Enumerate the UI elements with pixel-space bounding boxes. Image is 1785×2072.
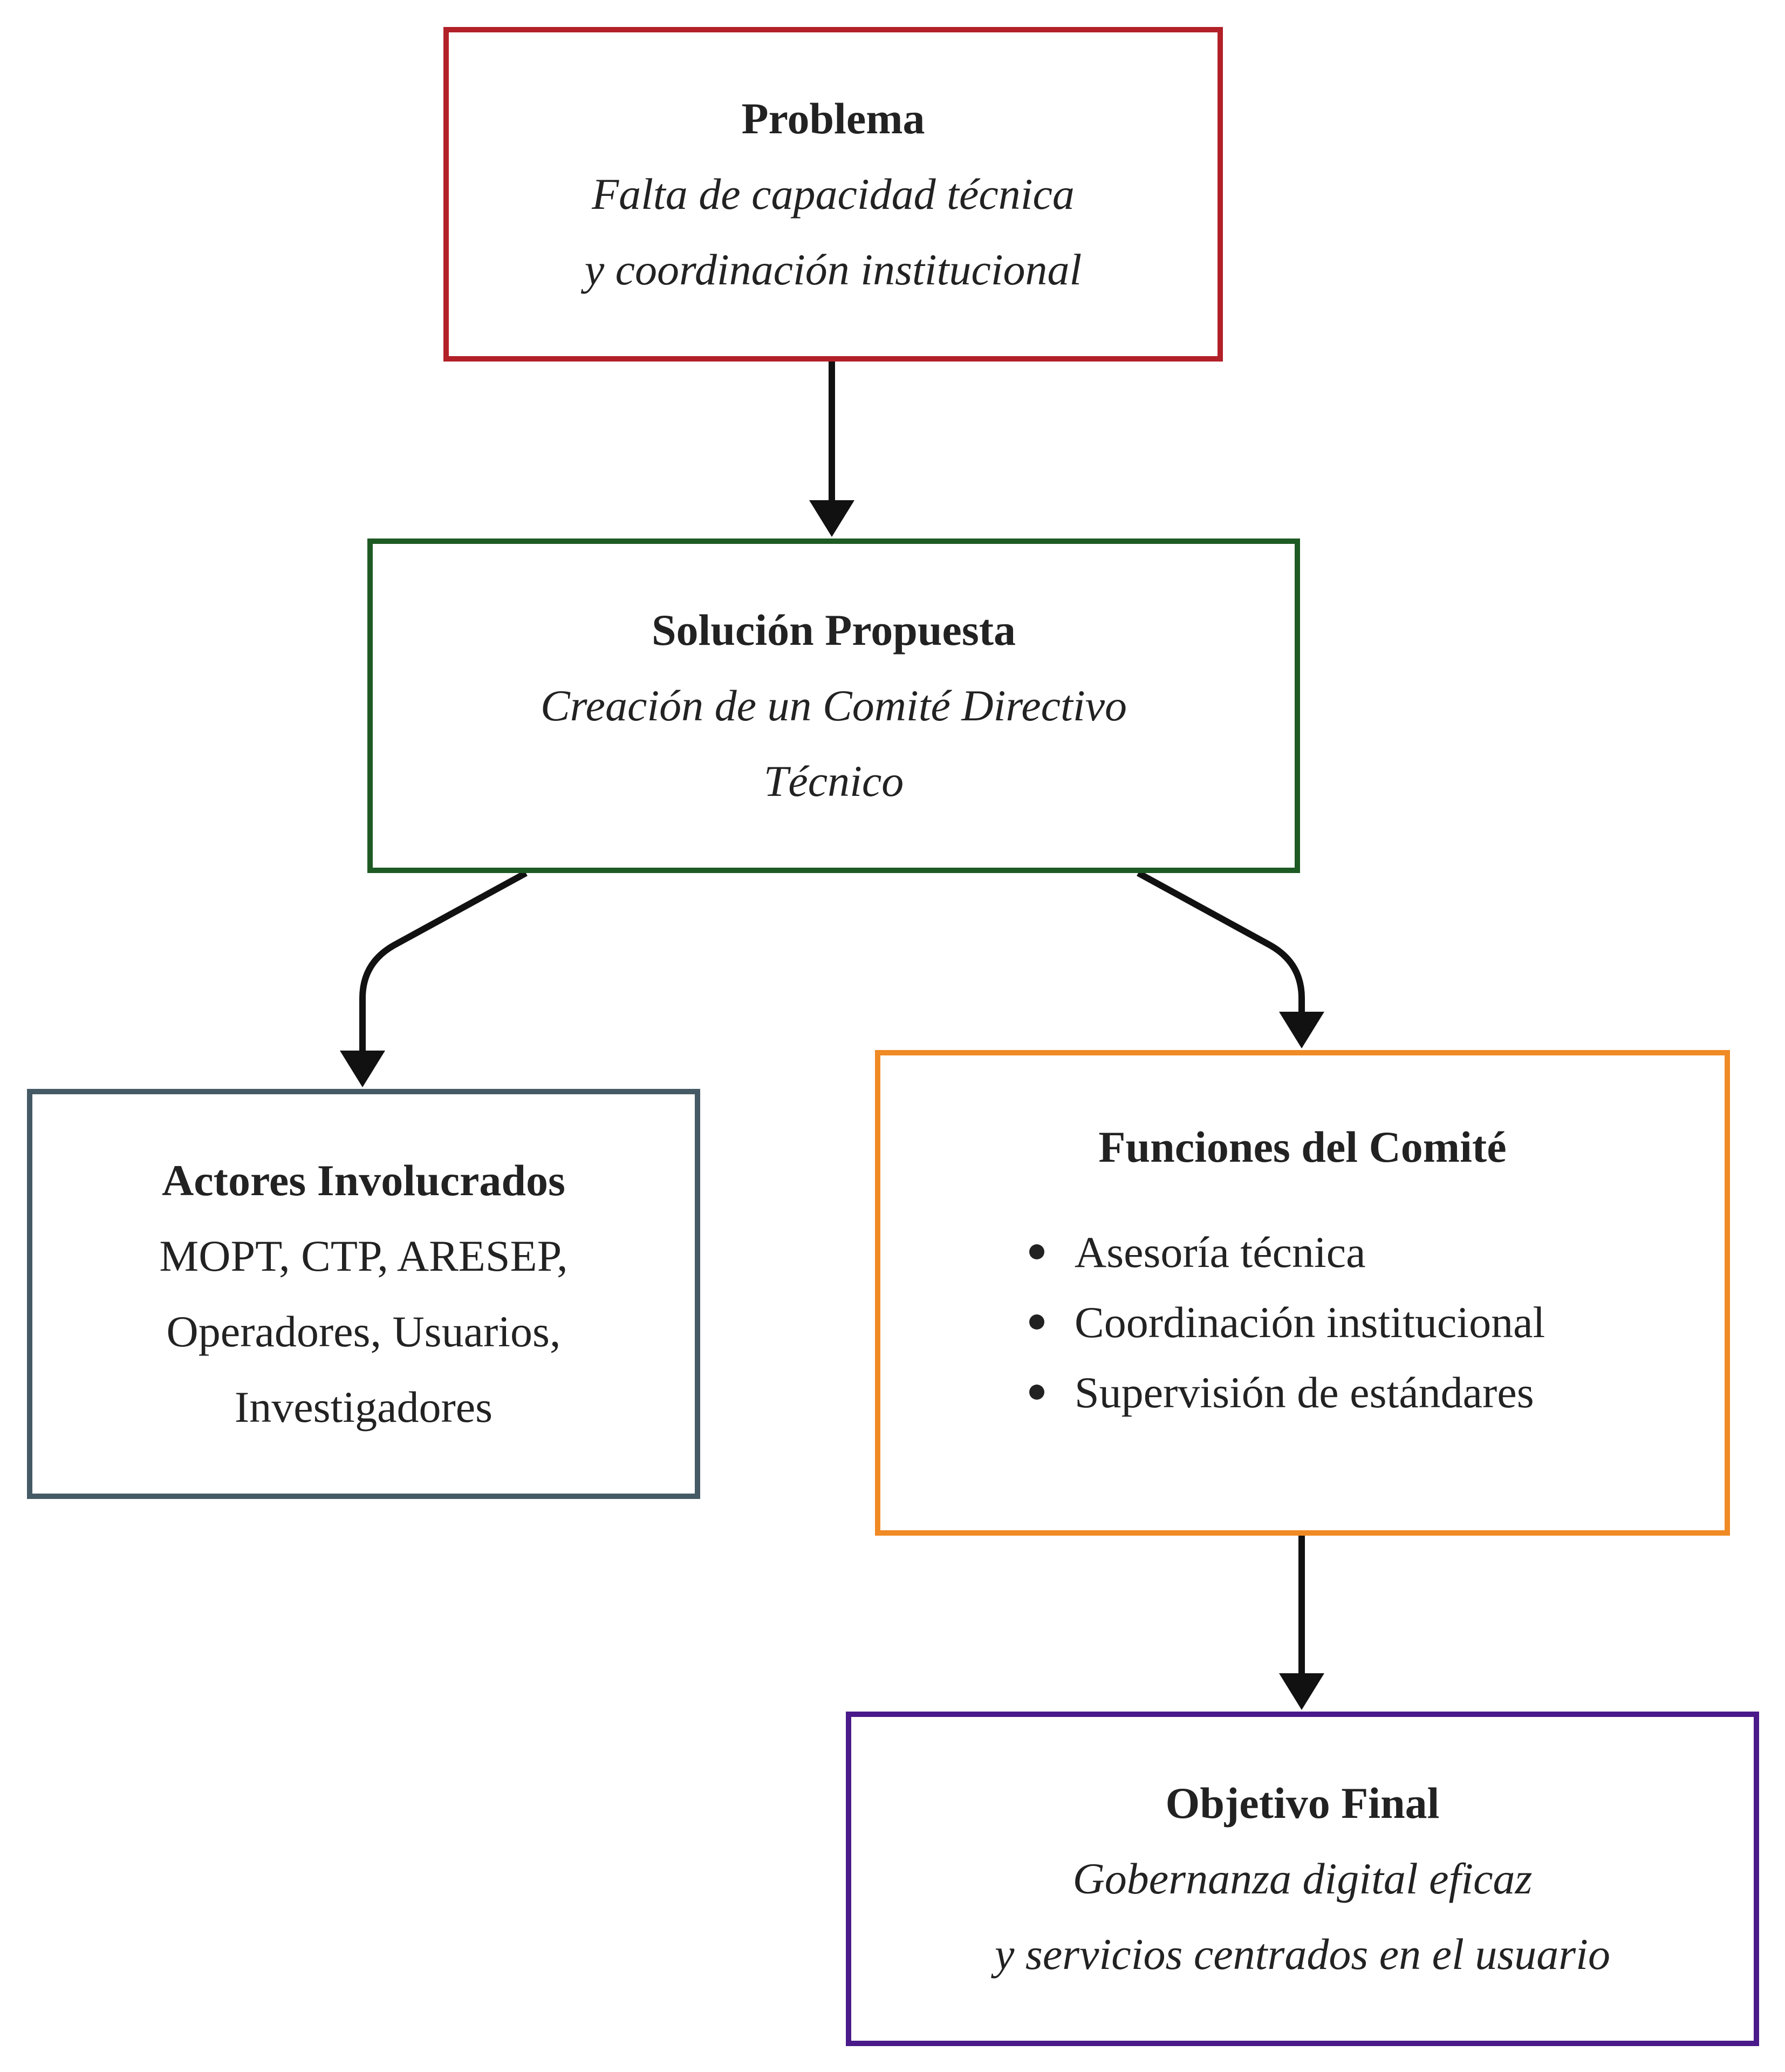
actores-line-3: Investigadores: [234, 1382, 493, 1432]
list-item: Coordinación institucional: [1029, 1287, 1545, 1358]
funcion-1: Asesoría técnica: [1075, 1228, 1366, 1277]
funciones-list: Asesoría técnica Coordinación institucio…: [1029, 1217, 1545, 1428]
funcion-3: Supervisión de estándares: [1075, 1368, 1534, 1417]
bullet-dot-icon: [1029, 1244, 1044, 1259]
arrowhead-icon: [1279, 1673, 1324, 1710]
actores-line-1: MOPT, CTP, ARESEP,: [159, 1231, 568, 1280]
arrowhead-icon: [340, 1051, 385, 1087]
objetivo-line-2: y servicios centrados en el usuario: [995, 1930, 1610, 1979]
actores-title: Actores Involucrados: [162, 1156, 565, 1205]
funcion-2: Coordinación institucional: [1075, 1298, 1545, 1347]
objetivo-title: Objetivo Final: [1165, 1778, 1440, 1828]
actores-node: Actores Involucrados MOPT, CTP, ARESEP, …: [27, 1089, 700, 1499]
objetivo-node: Objetivo Final Gobernanza digital eficaz…: [846, 1712, 1759, 2046]
problem-line-2: y coordinación institucional: [584, 245, 1082, 294]
funciones-title: Funciones del Comité: [1098, 1122, 1507, 1171]
solution-line-1: Creación de un Comité Directivo: [540, 681, 1127, 730]
arrowhead-icon: [809, 500, 854, 537]
objetivo-line-1: Gobernanza digital eficaz: [1072, 1854, 1533, 1903]
funciones-node: Funciones del Comité Asesoría técnica Co…: [875, 1050, 1730, 1536]
problem-title: Problema: [741, 94, 925, 143]
bullet-dot-icon: [1029, 1385, 1044, 1400]
actores-line-2: Operadores, Usuarios,: [166, 1307, 561, 1356]
connector-solution-actores: [359, 870, 528, 1052]
problem-line-1: Falta de capacidad técnica: [592, 169, 1075, 219]
bullet-dot-icon: [1029, 1314, 1044, 1330]
list-item: Supervisión de estándares: [1029, 1358, 1545, 1428]
connector-solution-funciones: [1137, 870, 1305, 1013]
solution-node: Solución Propuesta Creación de un Comité…: [367, 539, 1300, 873]
edge-group: [340, 362, 1324, 1710]
list-item: Asesoría técnica: [1029, 1217, 1545, 1287]
problem-node: Problema Falta de capacidad técnica y co…: [443, 27, 1223, 362]
arrowhead-icon: [1279, 1012, 1324, 1048]
solution-line-2: Técnico: [763, 756, 904, 806]
solution-title: Solución Propuesta: [651, 605, 1016, 655]
